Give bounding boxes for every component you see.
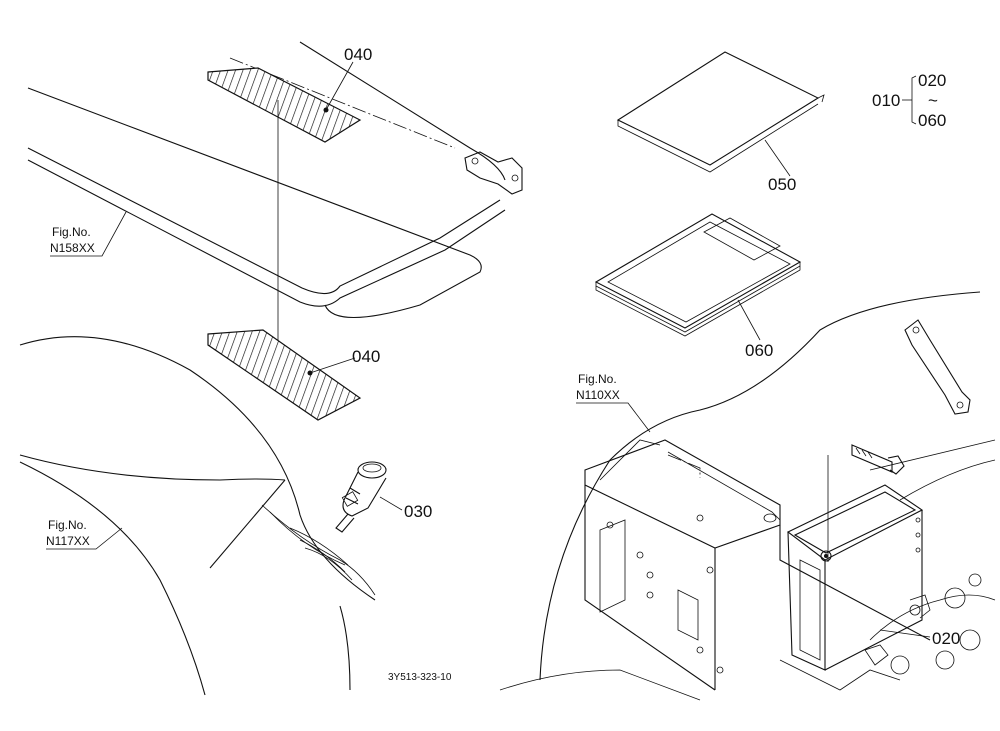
bracket (904, 319, 971, 415)
leader-020 (879, 629, 931, 638)
sticker-040-top (207, 67, 362, 143)
fig-ref-n110-leader (576, 402, 651, 433)
fig-ref-n110-code: N110XX (576, 388, 620, 402)
fig-ref-n110-label: Fig.No. (578, 372, 617, 386)
callout-060: 060 (745, 341, 773, 360)
fig-ref-n158-leader (50, 211, 127, 257)
callout-020: 020 (932, 629, 960, 648)
leader-050 (764, 139, 791, 177)
callout-050: 050 (768, 175, 796, 194)
leader-040-bottom (309, 357, 356, 374)
bolt (851, 444, 905, 475)
leader-060 (737, 299, 761, 341)
sticker-040-bottom (207, 329, 362, 421)
power-socket-030 (335, 461, 387, 533)
legend-010: 010 (872, 91, 900, 110)
fig-ref-n158-label: Fig.No. (52, 225, 91, 239)
leader-040-top (325, 61, 354, 111)
callout-030: 030 (404, 502, 432, 521)
fig-ref-n117-leader (46, 527, 123, 550)
fig-ref-n158-code: N158XX (50, 241, 95, 255)
legend-range-end: 060 (918, 111, 946, 130)
drawing-code: 3Y513-323-10 (388, 672, 452, 683)
manual-060 (594, 213, 802, 337)
leader-030 (379, 496, 403, 511)
legend-range-start: 020 (918, 71, 946, 90)
hinge-bracket (464, 151, 523, 195)
fender (19, 336, 376, 696)
callout-040-bottom: 040 (352, 347, 380, 366)
assembly-legend: 010 020 ~ 060 (872, 71, 946, 130)
legend-tilde: ~ (928, 91, 938, 110)
fig-ref-n117-code: N117XX (46, 534, 90, 548)
callout-040-top: 040 (344, 45, 372, 64)
manual-050 (616, 51, 825, 173)
frame-housing (499, 291, 996, 701)
controller-020 (786, 484, 931, 671)
fig-ref-n117-label: Fig.No. (48, 518, 87, 532)
roof-panel (27, 41, 506, 318)
